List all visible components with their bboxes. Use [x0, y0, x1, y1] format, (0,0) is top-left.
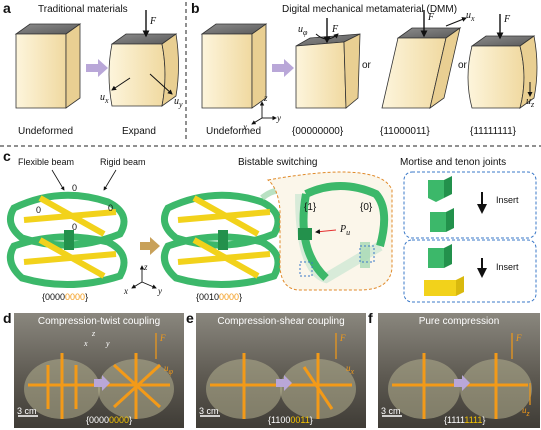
c-mortise-label: Mortise and tenon joints — [400, 157, 507, 168]
photo-e: Compression-shear coupling 3 cm {1100001… — [196, 313, 366, 428]
c-pu-label: Pu — [340, 224, 351, 237]
b-uphi-label: uφ — [298, 24, 308, 37]
c-axis-y: y — [158, 286, 162, 296]
panel-c-letter: c — [3, 148, 11, 164]
panel-c-drawing — [6, 169, 537, 303]
b-code-2: {11000011} — [380, 126, 430, 137]
panel-a-letter: a — [3, 0, 11, 16]
b-force-label-3: F — [504, 14, 511, 25]
photo-f-uz: uz — [522, 405, 530, 418]
photo-e-title: Compression-shear coupling — [217, 316, 345, 327]
c-mortise-box-1 — [403, 171, 537, 239]
b-axis-x: x — [243, 122, 247, 132]
a-undeformed-block — [14, 23, 82, 109]
photo-f-force: F — [516, 333, 522, 343]
c-zero-2: 0 — [36, 205, 42, 215]
photo-d-drawing — [18, 333, 174, 419]
b-or-2: or — [458, 60, 467, 71]
photo-f-code: {11111111} — [444, 415, 486, 425]
c-insert-2: Insert — [496, 262, 519, 272]
panel-b-title: Digital mechanical metamaterial (DMM) — [282, 4, 458, 15]
c-flexible-beam-label: Flexible beam — [18, 157, 75, 167]
c-axis-x: x — [124, 286, 128, 296]
b-code-1: {00000000} — [292, 126, 344, 137]
photo-d-uphi: uφ — [164, 363, 173, 376]
c-tan-arrow — [140, 237, 160, 255]
photo-e-code: {11000011} — [268, 415, 313, 425]
photo-d-force: F — [160, 333, 166, 343]
b-undeformed-block — [200, 23, 268, 109]
c-zero-1: 0 — [72, 183, 78, 193]
b-or-1: or — [362, 60, 371, 71]
b-ux-label: ux — [466, 10, 475, 23]
a-undeformed-label: Undeformed — [18, 126, 74, 137]
b-purple-arrow — [272, 59, 294, 77]
b-force-label-2: F — [428, 12, 435, 23]
c-code-2: {00100000} — [196, 292, 243, 302]
c-axis-z: z — [144, 262, 148, 272]
c-lattice-1 — [6, 191, 128, 289]
a-ux-label: ux — [100, 92, 109, 105]
c-state-0: {0} — [360, 202, 373, 213]
b-shear-block — [381, 10, 467, 109]
photo-f-title: Pure compression — [418, 316, 500, 327]
photo-d-scale: 3 cm — [17, 406, 37, 416]
a-expanded-block — [108, 10, 179, 107]
c-mortise-parts-1 — [428, 176, 487, 232]
panel-b-letter: b — [191, 0, 200, 16]
a-purple-arrow — [86, 59, 108, 77]
b-axes — [251, 101, 277, 125]
c-zero-4: 0 — [72, 222, 78, 232]
photo-f-drawing — [382, 333, 532, 419]
photo-d-axis-y: y — [106, 339, 110, 348]
photo-e-force: F — [340, 333, 346, 343]
photo-d-axis-x: x — [84, 339, 88, 348]
b-twist-block — [295, 18, 361, 109]
c-bistable-beam — [295, 182, 389, 284]
c-state-1: {1} — [304, 202, 317, 213]
c-bistable-label: Bistable switching — [238, 157, 318, 168]
b-code-3: {11111111} — [470, 126, 516, 137]
photo-e-scale: 3 cm — [199, 406, 219, 416]
c-code-1: {00000000} — [42, 292, 89, 302]
b-force-label-1: F — [332, 24, 339, 35]
b-axis-z: z — [264, 93, 268, 103]
a-uy-label: uy — [174, 96, 183, 109]
photo-e-ux: ux — [346, 363, 355, 376]
photo-d-axis-z: z — [92, 329, 96, 338]
c-zero-3: 0 — [108, 203, 114, 213]
b-axis-y: y — [277, 113, 281, 123]
photo-d-code: {00000000} — [86, 415, 133, 425]
panel-d-letter: d — [3, 310, 12, 326]
panel-a-title: Traditional materials — [38, 4, 128, 15]
c-insert-1: Insert — [496, 195, 519, 205]
divider-bc — [0, 145, 541, 147]
photo-f-scale: 3 cm — [381, 406, 401, 416]
b-undeformed-label: Undeformed — [206, 126, 262, 137]
c-lattice-2 — [160, 188, 295, 289]
panel-ab-drawing — [14, 2, 538, 142]
photo-f: Pure compression 3 cm {11111111} F uz — [378, 313, 540, 428]
a-force-label: F — [150, 16, 157, 27]
photo-d-title: Compression-twist coupling — [37, 316, 161, 327]
c-axes — [131, 265, 157, 289]
b-compress-block — [467, 14, 538, 109]
b-uz-label: uz — [526, 96, 535, 109]
a-expand-label: Expand — [122, 126, 156, 137]
panel-e-letter: e — [186, 310, 194, 326]
c-rigid-beam-label: Rigid beam — [100, 157, 146, 167]
photo-e-drawing — [200, 333, 356, 419]
photo-d: Compression-twist coupling 3 cm {0000000… — [14, 313, 184, 428]
panel-f-letter: f — [368, 310, 373, 326]
c-mortise-parts-2 — [424, 244, 487, 296]
